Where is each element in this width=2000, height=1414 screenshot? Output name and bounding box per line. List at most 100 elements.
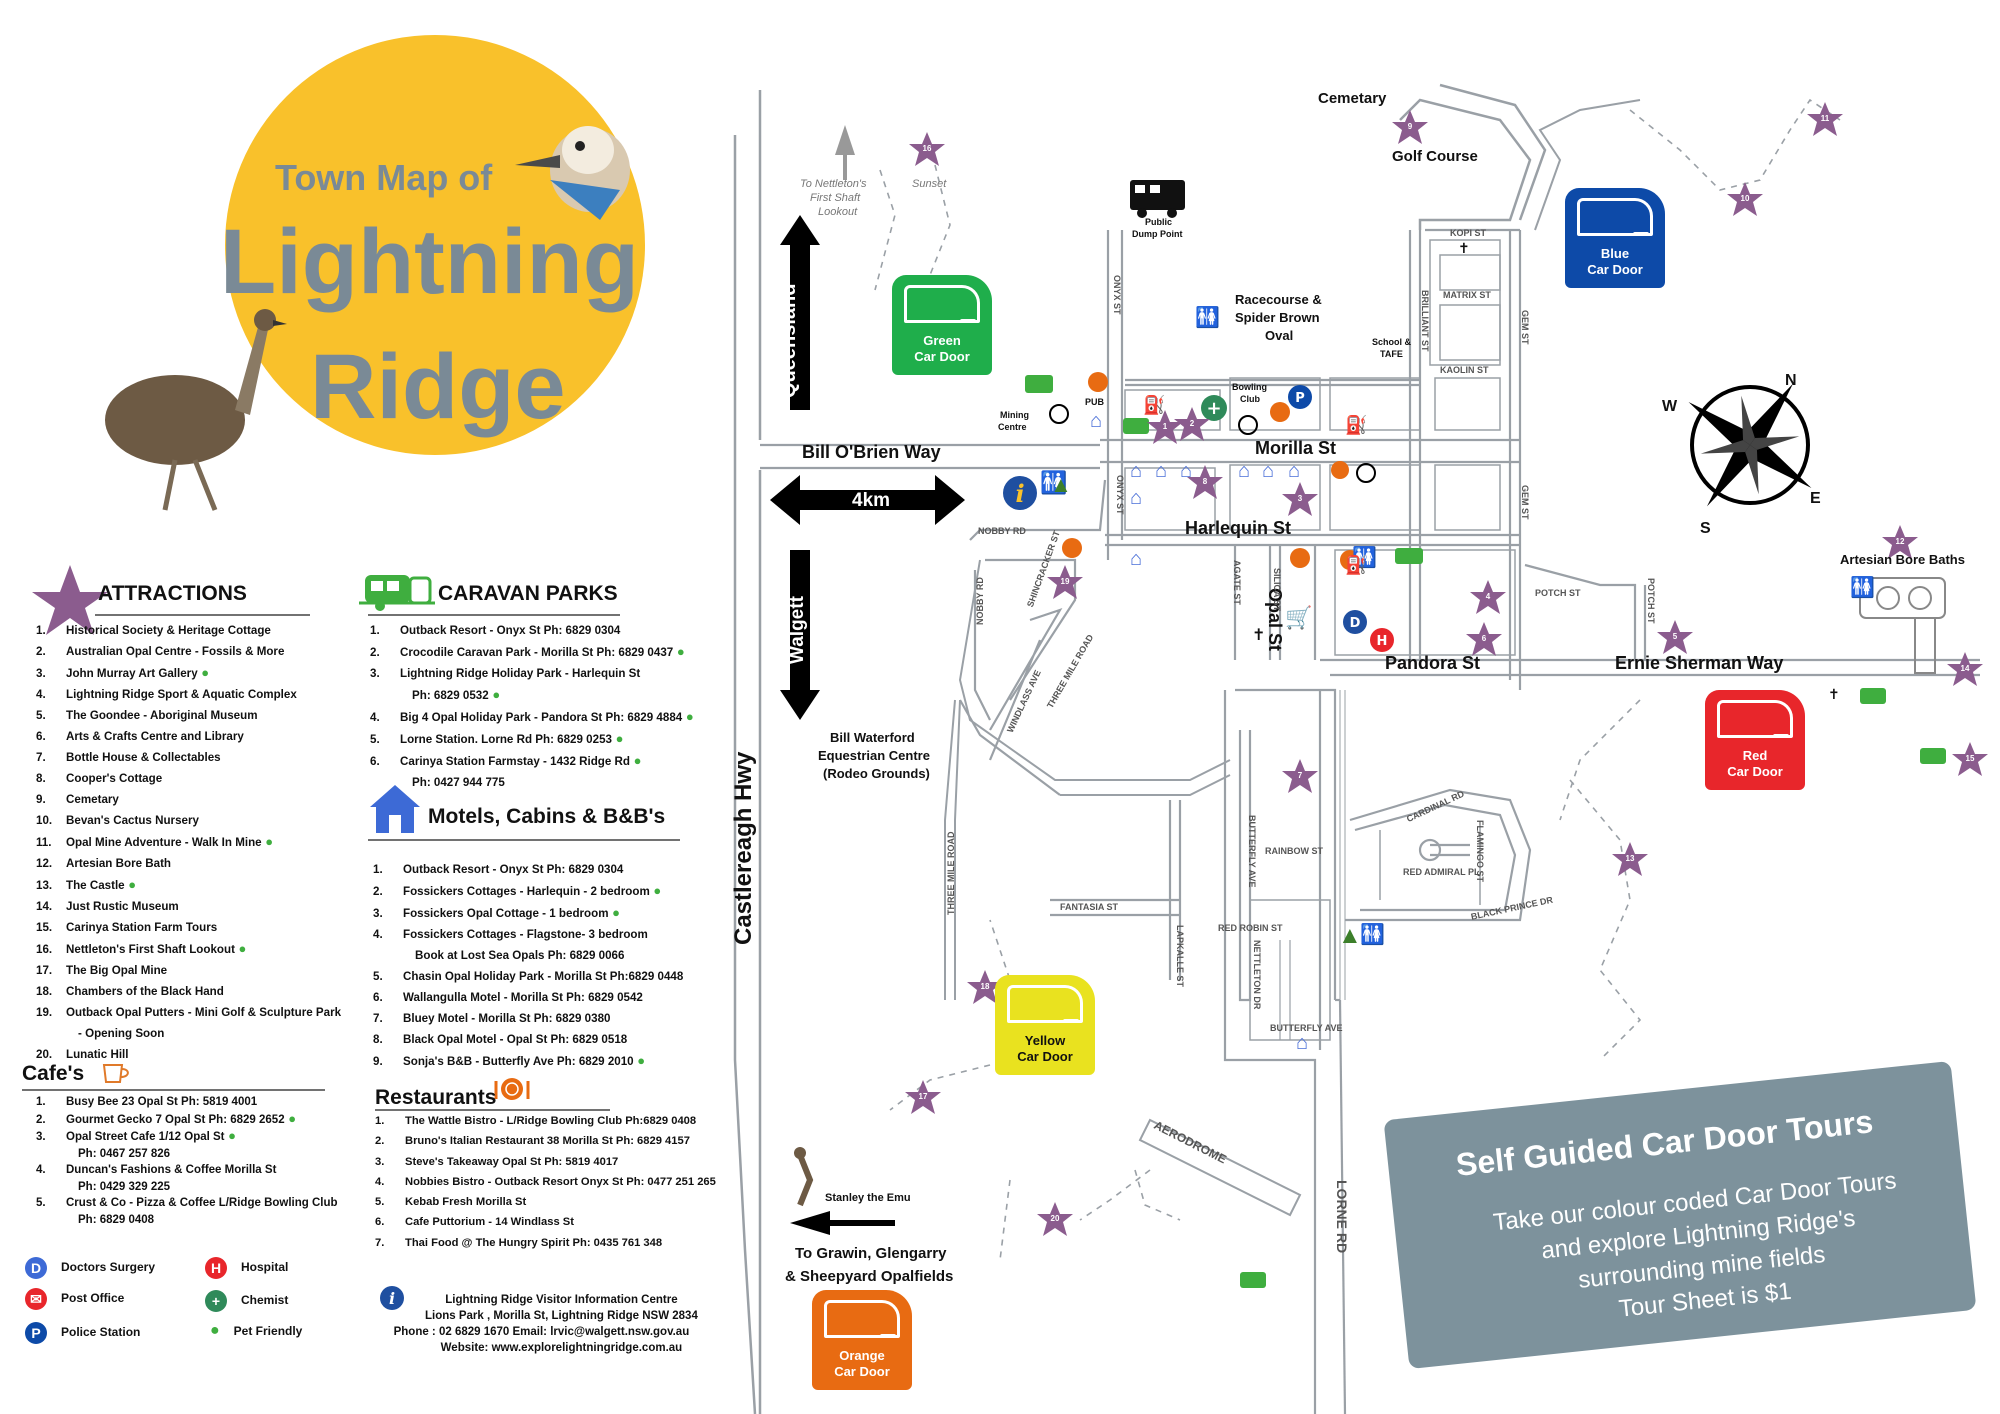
tree-icon: ▲: [1338, 922, 1362, 949]
item-text: Ph: 0429 329 225: [78, 1180, 171, 1193]
label-mining-2: Centre: [998, 422, 1027, 432]
item-number: 6.: [370, 755, 380, 768]
attraction-star-icon: 6: [1464, 620, 1504, 660]
label-stanley-the-emu: Stanley the Emu: [825, 1192, 911, 1204]
kookaburra-illustration: [515, 126, 630, 220]
road-potch-st-vertical: POTCH ST: [1646, 578, 1656, 624]
motels-item: Book at Lost Sea Opals Ph: 6829 0066: [373, 945, 683, 966]
item-number: 20.: [36, 1048, 53, 1061]
star-number: 3: [1297, 494, 1303, 503]
item-text: The Goondee - Aboriginal Museum: [66, 709, 258, 722]
paw-icon: ●: [649, 883, 662, 898]
label-equestrian-1: Bill Waterford: [830, 730, 915, 745]
item-text: The Big Opal Mine: [66, 964, 168, 977]
cafes-item: 3.Opal Street Cafe 1/12 Opal St ●: [36, 1128, 338, 1146]
attraction-star-icon: 12: [1880, 523, 1920, 563]
item-text: Lorne Station. Lorne Rd Ph: 6829 0253: [400, 733, 612, 746]
item-text: Sonja's B&B - Butterfly Ave Ph: 6829 201…: [403, 1055, 634, 1068]
attraction-star-icon: 19: [1045, 563, 1085, 603]
road-fantasia-st: FANTASIA ST: [1060, 902, 1118, 912]
paw-icon: ●: [124, 877, 137, 892]
item-text: Ph: 6829 0532: [412, 689, 489, 702]
item-number: 4.: [36, 688, 46, 701]
road-pandora-st: Pandora St: [1385, 653, 1481, 673]
yellow-door-label-1: Yellow: [1024, 1033, 1066, 1048]
item-number: 2.: [36, 1113, 46, 1126]
item-text: Opal Mine Adventure - Walk In Mine: [66, 836, 262, 849]
attraction-star-icon: 13: [1610, 840, 1650, 880]
star-number: 9: [1407, 122, 1413, 131]
cafes-item: Ph: 6829 0408: [36, 1212, 338, 1229]
attractions-item: - Opening Soon: [36, 1023, 341, 1044]
restaurants-item: 1.The Wattle Bistro - L/Ridge Bowling Cl…: [375, 1111, 716, 1131]
item-text: Steve's Takeaway Opal St Ph: 5819 4017: [405, 1155, 619, 1168]
attraction-star-icon: 11: [1805, 100, 1845, 140]
attraction-star-icon: 20: [1035, 1200, 1075, 1240]
attraction-star-icon: 3: [1280, 480, 1320, 520]
restaurants-item: 7.Thai Food @ The Hungry Spirit Ph: 0435…: [375, 1233, 716, 1253]
attractions-item: 17.The Big Opal Mine: [36, 960, 341, 981]
attraction-star-icon: 16: [907, 130, 947, 170]
road-nobby-rd-vertical: NOBBY RD: [975, 577, 985, 625]
attraction-star-icon: 2: [1172, 405, 1212, 445]
item-number: 3.: [36, 667, 46, 680]
attractions-item: 1.Historical Society & Heritage Cottage: [36, 620, 341, 641]
item-number: 13.: [36, 879, 53, 892]
cafes-item: Ph: 0467 257 826: [36, 1146, 338, 1163]
item-text: Thai Food @ The Hungry Spirit Ph: 0435 7…: [405, 1236, 663, 1249]
attraction-star-icon: 15: [1950, 740, 1990, 780]
item-number: 7.: [373, 1012, 383, 1025]
road-nobby-rd: NOBBY RD: [978, 526, 1026, 536]
chemist-icon: +: [205, 1290, 227, 1312]
item-text: Book at Lost Sea Opals Ph: 6829 0066: [415, 949, 625, 962]
house-icon: ⌂: [1180, 460, 1193, 482]
item-number: 14.: [36, 900, 53, 913]
restaurants-item: 5.Kebab Fresh Morilla St: [375, 1192, 716, 1212]
item-number: 5.: [36, 709, 46, 722]
item-text: Fossickers Opal Cottage - 1 bedroom: [403, 907, 609, 920]
motels-item: 3.Fossickers Opal Cottage - 1 bedroom ●: [373, 902, 683, 924]
item-text: Kebab Fresh Morilla St: [405, 1196, 527, 1209]
paw-icon: ●: [224, 1128, 236, 1143]
attractions-item: 3.John Murray Art Gallery ●: [36, 662, 341, 684]
paw-icon: ●: [234, 941, 247, 956]
attractions-item: 12.Artesian Bore Bath: [36, 853, 341, 874]
label-racecourse-1: Racecourse &: [1235, 292, 1322, 307]
label-to-nettleton-1: To Nettleton's: [800, 178, 867, 190]
shopping-cart-icon: 🛒: [1285, 605, 1313, 630]
item-number: 4.: [36, 1164, 46, 1176]
attractions-item: 19.Outback Opal Putters - Mini Golf & Sc…: [36, 1002, 341, 1023]
item-number: 3.: [36, 1131, 46, 1143]
paw-icon: ●: [261, 834, 274, 849]
emu-illustration: [105, 309, 287, 511]
item-text: Lunatic Hill: [66, 1048, 129, 1061]
cafes-item: 2.Gourmet Gecko 7 Opal St Ph: 6829 2652 …: [36, 1111, 338, 1129]
caravan-item: Ph: 0427 944 775: [370, 772, 694, 793]
motels-list: 1.Outback Resort - Onyx St Ph: 6829 0304…: [373, 859, 683, 1072]
caravan-parks-list: 1.Outback Resort - Onyx St Ph: 6829 0304…: [370, 620, 694, 793]
caravan-item: 6.Carinya Station Farmstay - 1432 Ridge …: [370, 750, 694, 772]
attraction-star-icon: 8: [1185, 463, 1225, 503]
road-three-mile-road-south: THREE MILE ROAD: [946, 831, 956, 915]
item-text: Ph: 0427 944 775: [412, 776, 505, 789]
star-number: 7: [1297, 771, 1303, 780]
road-gem-st-north: GEM ST: [1520, 310, 1530, 345]
caravan-parks-heading: CARAVAN PARKS: [438, 582, 618, 605]
road-butterfly-ave: BUTTERFLY AVE: [1270, 1023, 1343, 1033]
star-number: 18: [980, 982, 990, 991]
house-icon: ⌂: [1155, 460, 1168, 482]
paw-icon: ●: [611, 731, 624, 746]
title-line-2: Ridge: [310, 336, 566, 438]
caravan-item: Ph: 6829 0532 ●: [370, 684, 694, 706]
cafes-item: 1.Busy Bee 23 Opal St Ph: 5819 4001: [36, 1094, 338, 1111]
cafes-item: 4.Duncan's Fashions & Coffee Morilla St: [36, 1162, 338, 1179]
attractions-item: 10.Bevan's Cactus Nursery: [36, 810, 341, 831]
star-number: 5: [1672, 632, 1678, 641]
attraction-star-icon: 4: [1468, 578, 1508, 618]
motels-item: 2.Fossickers Cottages - Harlequin - 2 be…: [373, 880, 683, 902]
svg-text:+: +: [1206, 398, 1221, 419]
svg-text:i: i: [389, 1289, 395, 1308]
road-nettleton-dr: NETTLETON DR: [1252, 940, 1262, 1010]
item-number: 9.: [36, 793, 46, 806]
